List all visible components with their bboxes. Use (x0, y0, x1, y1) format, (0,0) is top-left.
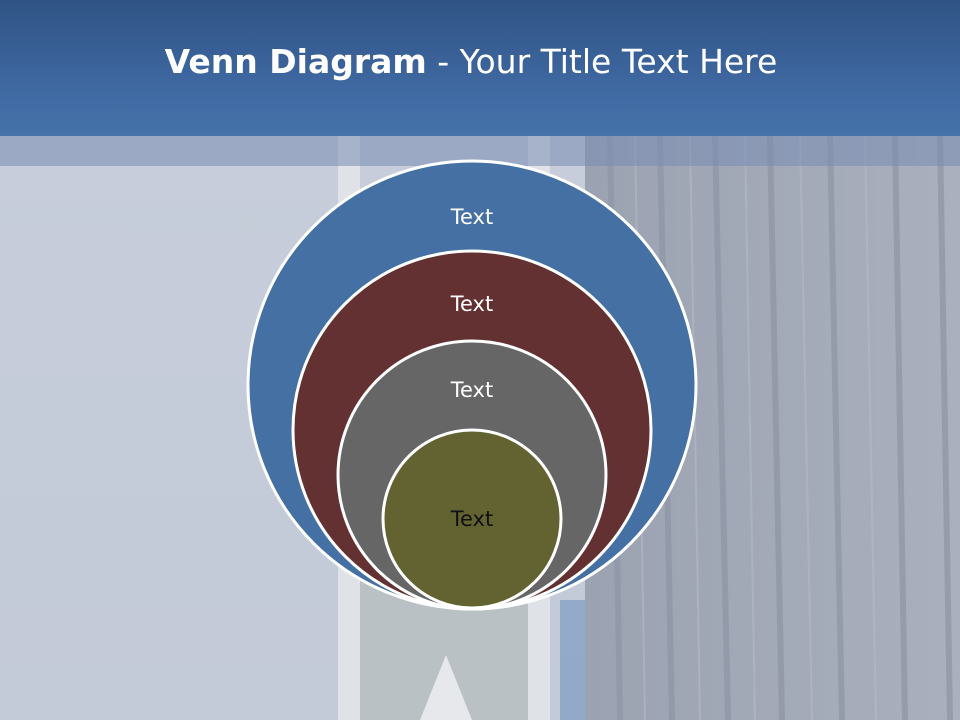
venn-circle-second-label: Text (450, 292, 493, 316)
venn-circle-outer-label: Text (450, 205, 493, 229)
slide-title: Venn Diagram - Your Title Text Here (0, 40, 942, 84)
slide-title-bold: Venn Diagram (164, 42, 427, 81)
header-bar (0, 0, 960, 136)
venn-circle-inner-label: Text (450, 507, 493, 531)
venn-circle-inner[interactable]: Text (381, 428, 563, 610)
slide-title-rest: - Your Title Text Here (426, 42, 778, 81)
venn-circle-third-label: Text (450, 378, 493, 402)
